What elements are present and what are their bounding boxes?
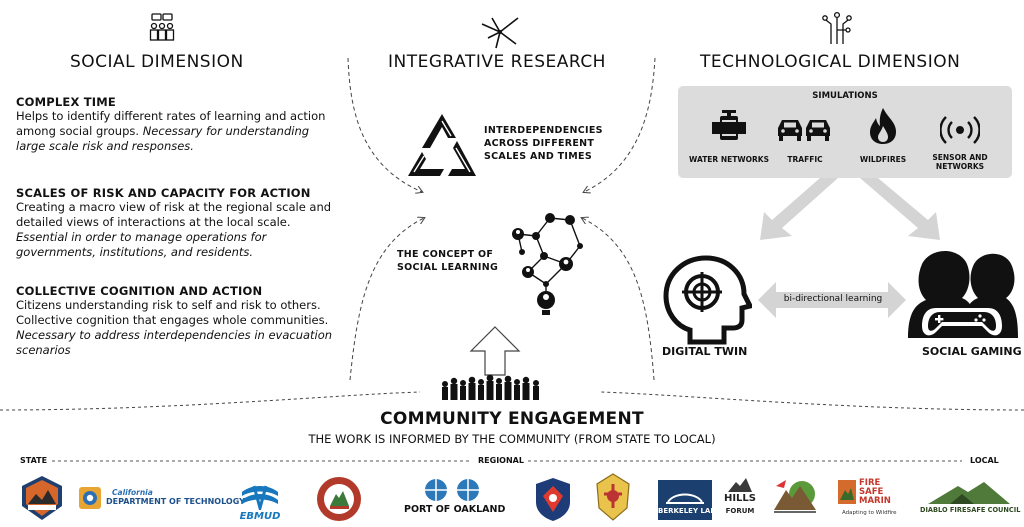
ca-dept-line1: California [112,488,153,497]
berkeley-lab-logo: BERKELEY LAB [658,480,716,520]
fire-safe-marin-logo: FIRE SAFE MARIN Adapting to Wildfire [838,478,900,522]
traffic-label: TRAFFIC [787,155,823,164]
bidirectional-label: bi-directional learning [783,294,883,304]
water-networks-icon [710,108,748,144]
recycle-triangle-icon [404,112,480,180]
port-of-oakland-text: PORT OF OAKLAND [404,504,506,515]
fire-safe-tagline: Adapting to Wildfire [842,510,897,516]
ca-dept-line2: DEPARTMENT OF TECHNOLOGY [106,497,245,506]
section-body: Creating a macro view of risk at the reg… [16,200,332,229]
section-heading: SCALES OF RISK AND CAPACITY FOR ACTION [16,186,311,200]
community-subtitle: THE WORK IS INFORMED BY THE COMMUNITY (F… [308,432,716,446]
digital-twin-icon [660,254,754,346]
scale-local-label: LOCAL [970,456,999,465]
crowd-icon [440,372,542,402]
fire-department-badge-logo [594,472,632,522]
simulation-arrows [760,178,940,240]
traffic-icon [776,114,834,144]
hills-forum-line2: FORUM [725,507,755,515]
fire-safe-line1: FIRE [859,478,881,488]
local-community-logo [772,476,818,516]
up-arrow-icon [467,325,523,377]
social-icon [146,12,178,44]
social-section-collective: COLLECTIVE COGNITION AND ACTION Citizens… [16,284,346,358]
hills-forum-line1: HILLS [723,493,757,504]
social-learning-network-icon [506,206,590,320]
ebmud-logo: EBMUD [234,484,286,524]
section-body: Helps to identify different rates of lea… [16,109,326,138]
section-note: Essential in order to manage operations … [16,230,267,259]
sensor-networks-label: SENSOR AND NETWORKS [932,153,988,171]
digital-twin-label: DIGITAL TWIN [662,345,748,358]
scale-regional-label: REGIONAL [478,456,524,465]
wildfire-icon [866,106,900,146]
social-section-complex-time: COMPLEX TIME Helps to identify different… [16,95,336,154]
fire-safe-line3: MARIN [859,496,891,506]
sensor-icon [939,114,981,146]
ca-dept-technology-logo: California DEPARTMENT OF TECHNOLOGY [78,486,245,510]
circuit-icon [822,10,852,46]
bidirectional-arrow [758,282,906,318]
interdependencies-label: INTERDEPENDENCIES ACROSS DIFFERENT SCALE… [484,125,603,162]
section-heading: COMPLEX TIME [16,95,116,109]
social-learning-label: THE CONCEPT OF SOCIAL LEARNING [397,249,499,273]
technological-dimension-title: TECHNOLOGICAL DIMENSION [700,52,961,72]
fire-safe-line2: SAFE [859,487,884,497]
section-note: Necessary to address interdependencies i… [16,328,333,357]
section-body: Citizens understanding risk to self and … [16,298,329,327]
scale-dashed-line [52,460,962,462]
social-gaming-icon [906,242,1018,340]
wildfires-label: WILDFIRES [859,155,907,164]
ebmud-text: EBMUD [239,511,281,522]
simulations-label: SIMULATIONS [812,91,878,101]
social-dimension-title: SOCIAL DIMENSION [70,52,244,72]
network-icon [478,14,522,50]
hills-forum-logo: HILLS FORUM [722,478,758,520]
berkeley-lab-text: BERKELEY LAB [658,507,716,515]
scale-state-label: STATE [20,456,48,465]
section-note: Necessary for understanding large scale … [16,124,310,153]
social-gaming-label: SOCIAL GAMING [922,345,1022,358]
integrative-research-title: INTEGRATIVE RESEARCH [388,52,606,72]
county-fire-logo [532,476,574,522]
port-of-oakland-logo: PORT OF OAKLAND [404,478,506,518]
community-engagement-title: COMMUNITY ENGAGEMENT [380,409,644,429]
diablo-firesafe-logo: DIABLO FIRESAFE COUNCIL [920,482,1021,520]
water-networks-label: WATER NETWORKS [689,155,769,164]
fire-district-logo [316,476,362,522]
social-section-scales: SCALES OF RISK AND CAPACITY FOR ACTION C… [16,186,338,260]
section-heading: COLLECTIVE COGNITION AND ACTION [16,284,263,298]
diablo-text: DIABLO FIRESAFE COUNCIL [920,506,1021,514]
state-emergency-logo [20,474,64,522]
